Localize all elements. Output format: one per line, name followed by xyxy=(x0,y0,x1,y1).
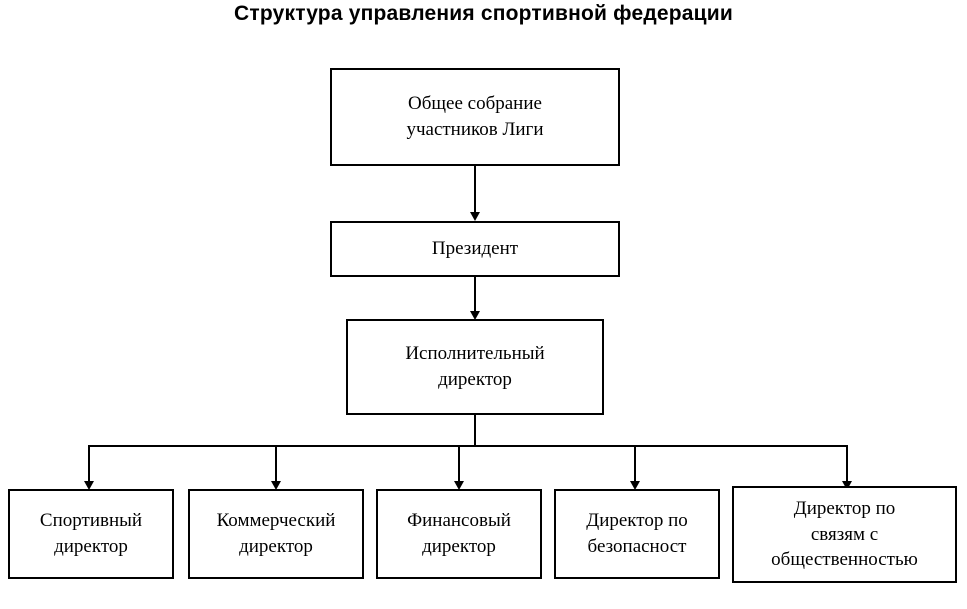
node-president: Президент xyxy=(330,221,620,277)
edge-drop-security xyxy=(634,445,636,482)
node-executive-director: Исполнительный директор xyxy=(346,319,604,415)
edge-drop-sports xyxy=(88,445,90,482)
edge-distribution-bar xyxy=(88,445,848,447)
edge-executive-trunk xyxy=(474,415,476,446)
edge-drop-financial xyxy=(458,445,460,482)
arrow-assembly-president xyxy=(470,212,480,221)
arrow-drop-security xyxy=(630,481,640,490)
edge-drop-commercial xyxy=(275,445,277,482)
node-financial-director: Финансовый директор xyxy=(376,489,542,579)
arrow-drop-pr xyxy=(842,481,852,490)
edge-drop-pr xyxy=(846,445,848,482)
node-sports-director: Спортивный директор xyxy=(8,489,174,579)
node-security-director: Директор по безопасност xyxy=(554,489,720,579)
edge-president-executive xyxy=(474,277,476,312)
arrow-drop-commercial xyxy=(271,481,281,490)
node-pr-director: Директор по связям с общественностью xyxy=(732,486,957,583)
node-general-assembly: Общее собрание участников Лиги xyxy=(330,68,620,166)
page-title: Структура управления спортивной федераци… xyxy=(234,2,733,25)
arrow-president-executive xyxy=(470,311,480,320)
arrow-drop-sports xyxy=(84,481,94,490)
edge-assembly-president xyxy=(474,166,476,212)
arrow-drop-financial xyxy=(454,481,464,490)
node-commercial-director: Коммерческий директор xyxy=(188,489,364,579)
